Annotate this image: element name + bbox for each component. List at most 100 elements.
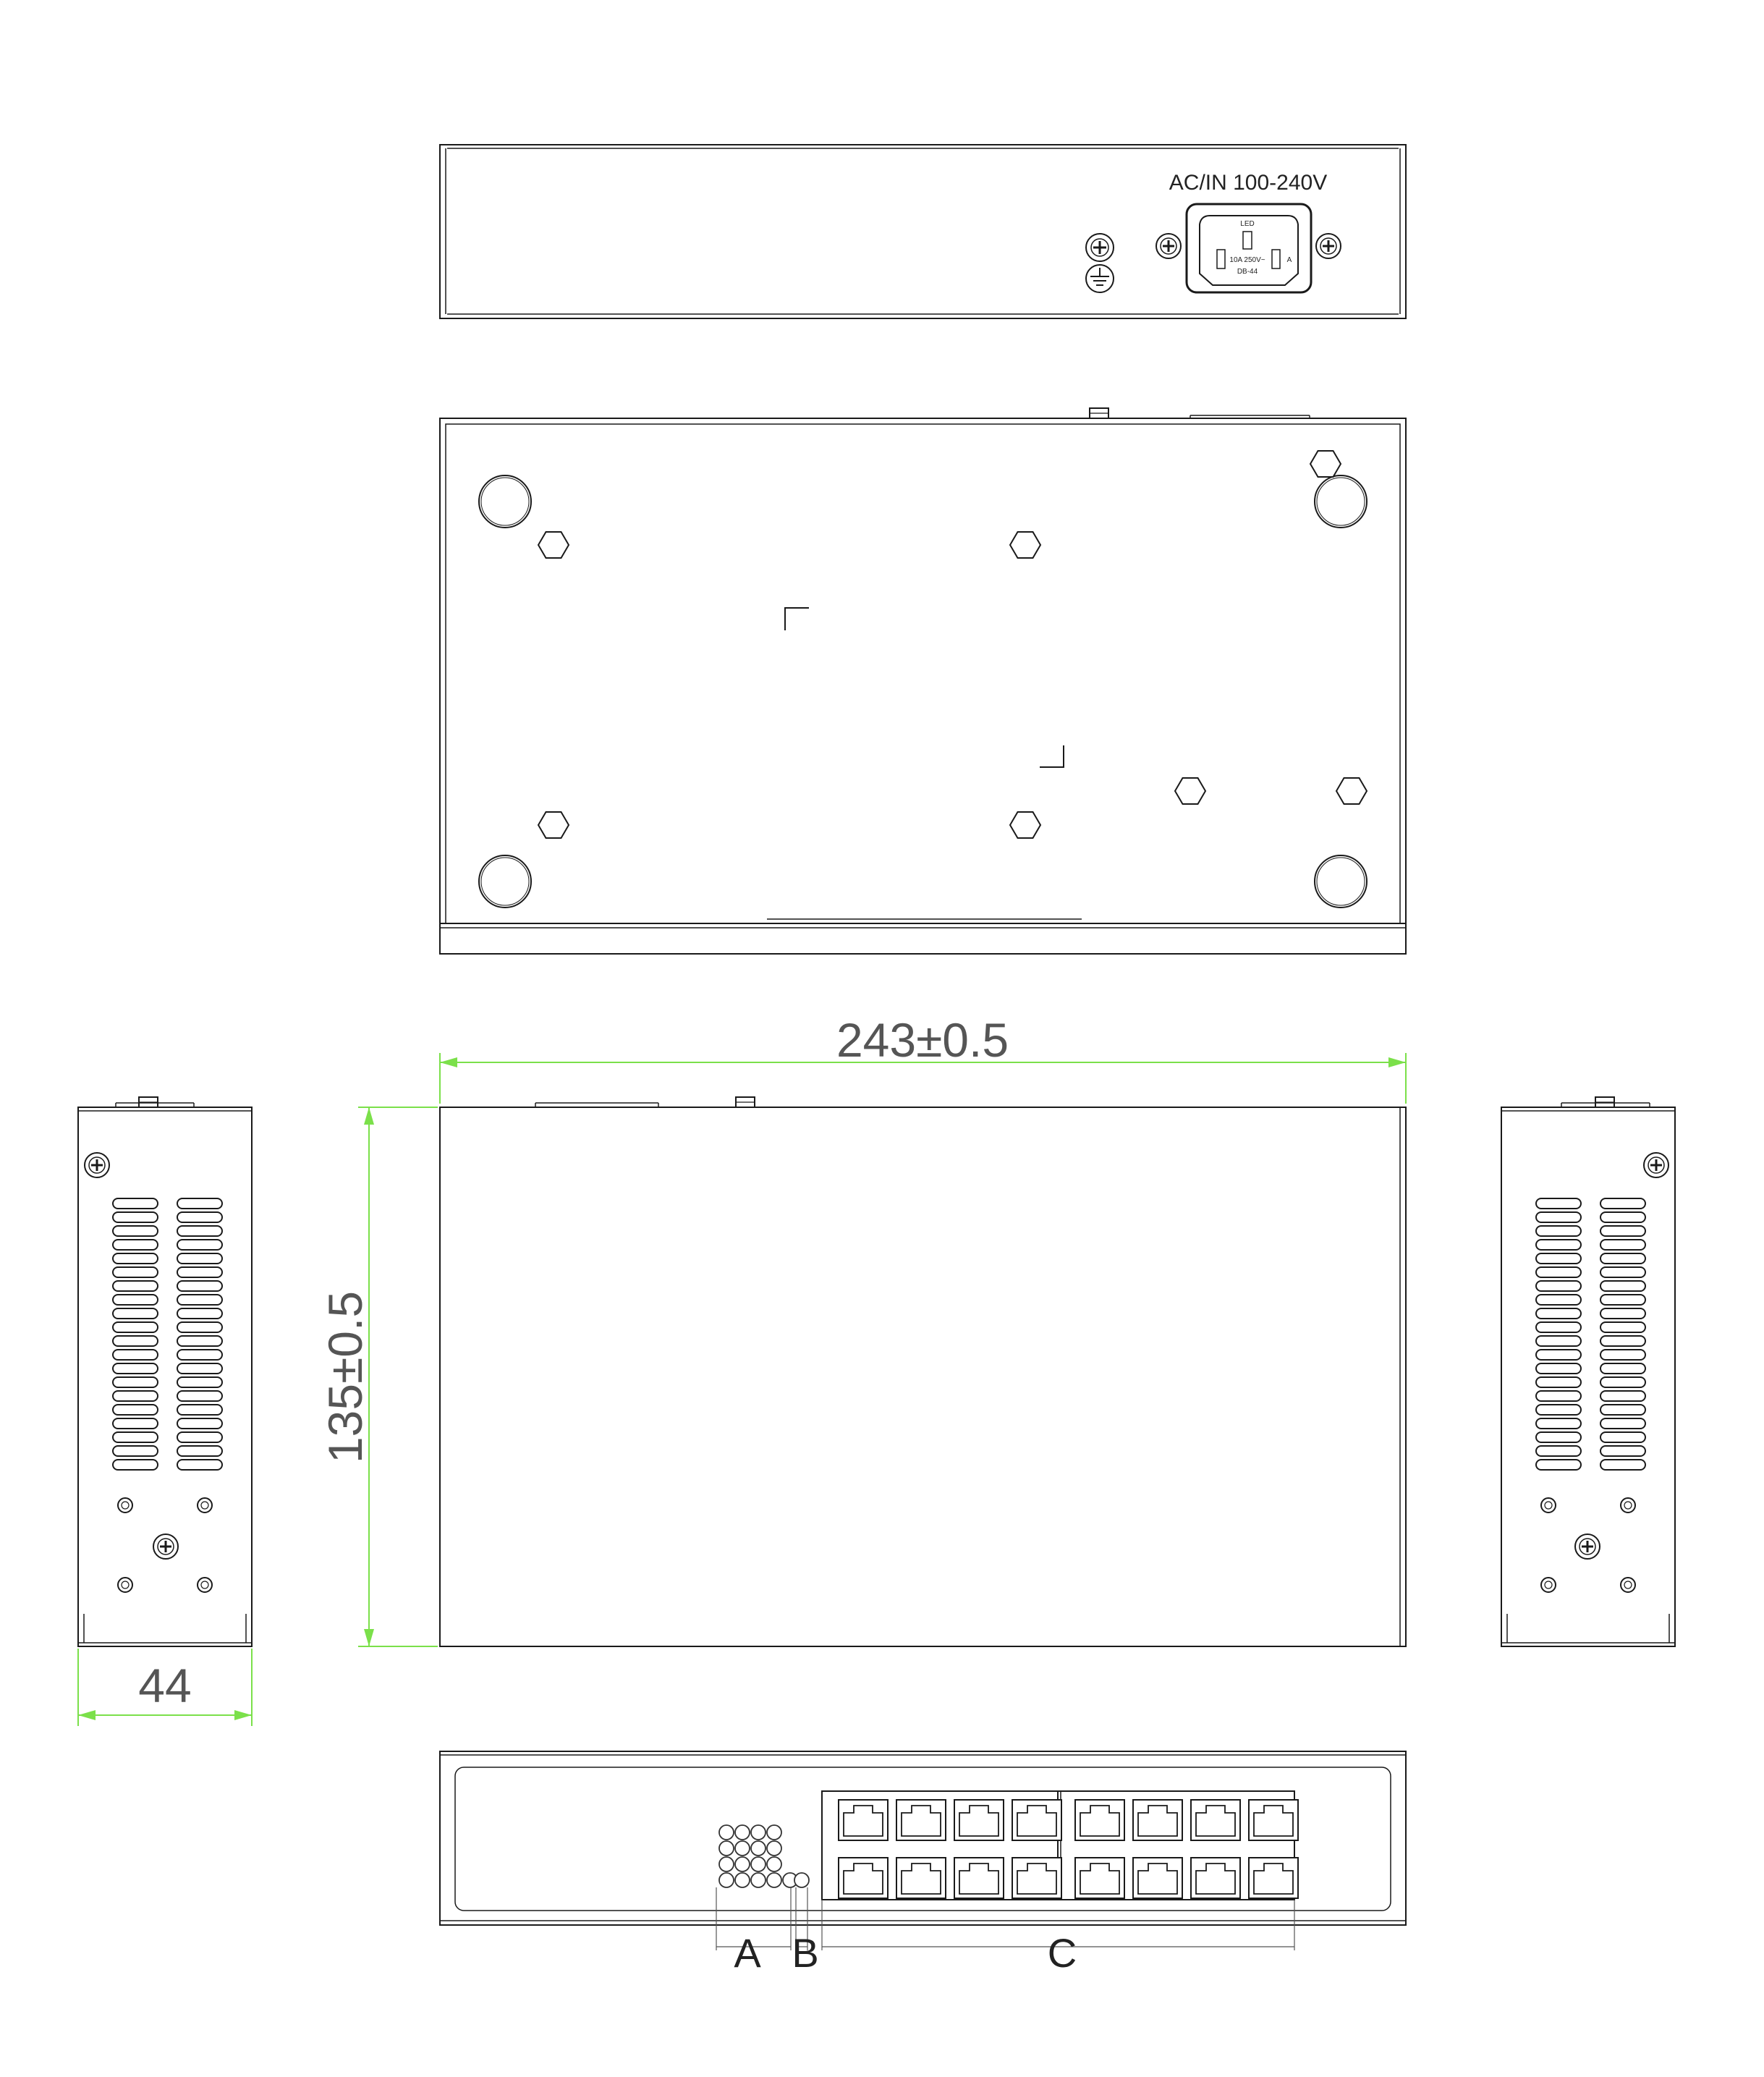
- vent-slot: [1535, 1266, 1582, 1278]
- mount-hole: [1620, 1497, 1636, 1513]
- ground-terminal: [1085, 233, 1114, 293]
- led-indicator: [766, 1856, 782, 1872]
- width-dimension-label: 243±0.5: [836, 1013, 1009, 1067]
- depth-dimension-label: 135±0.5: [318, 1291, 372, 1463]
- vent-slot: [1535, 1431, 1582, 1443]
- vent-slot: [177, 1404, 223, 1416]
- vent-slot: [1600, 1459, 1646, 1471]
- reset-button: [794, 1872, 810, 1888]
- vent-slot: [1535, 1404, 1582, 1416]
- hex-screw-icon: [538, 811, 569, 839]
- ground-stud: [1078, 407, 1120, 419]
- hex-screw-icon: [1310, 450, 1341, 478]
- screw-icon: [1155, 232, 1182, 260]
- vent-slot: [1535, 1390, 1582, 1402]
- led-indicator: [734, 1856, 750, 1872]
- vent-slot: [177, 1390, 223, 1402]
- vent-slot: [1600, 1294, 1646, 1306]
- rubber-foot: [1314, 855, 1367, 908]
- vent-slot: [1600, 1445, 1646, 1457]
- mount-hole: [1620, 1577, 1636, 1593]
- vent-slot: [177, 1211, 223, 1223]
- vent-slot: [177, 1225, 223, 1237]
- ethernet-port: [896, 1857, 946, 1899]
- vent-slot: [177, 1363, 223, 1374]
- vent-slot: [1600, 1321, 1646, 1333]
- vent-slot: [112, 1266, 158, 1278]
- vent-slot: [1535, 1294, 1582, 1306]
- screw-icon: [1315, 232, 1342, 260]
- vent-slot: [1600, 1418, 1646, 1429]
- vent-slot: [1600, 1363, 1646, 1374]
- ethernet-port: [1190, 1799, 1241, 1841]
- vent-slot: [1600, 1198, 1646, 1209]
- left-side-view: [77, 1096, 253, 1647]
- vent-slot: [177, 1349, 223, 1361]
- ethernet-port: [1074, 1799, 1125, 1841]
- led-indicator: [750, 1872, 766, 1888]
- mount-hole: [117, 1497, 133, 1513]
- mount-hole: [1540, 1577, 1556, 1593]
- hex-screw-icon: [1009, 531, 1041, 559]
- ethernet-port: [1248, 1799, 1299, 1841]
- vent-slot: [112, 1225, 158, 1237]
- vent-slot: [177, 1321, 223, 1333]
- vent-slot: [1600, 1266, 1646, 1278]
- vent-slot: [112, 1363, 158, 1374]
- vent-slot: [112, 1404, 158, 1416]
- vent-slot: [112, 1280, 158, 1292]
- vent-slot: [1535, 1225, 1582, 1237]
- socket-side-text: A: [1287, 256, 1292, 264]
- rubber-foot: [478, 475, 532, 528]
- vent-slot: [112, 1198, 158, 1209]
- led-indicator-grid: [718, 1824, 798, 1888]
- led-indicator: [750, 1856, 766, 1872]
- led-indicator: [766, 1840, 782, 1856]
- label-corner-mark: [784, 607, 809, 630]
- front-view: A B C: [439, 1751, 1407, 1976]
- width-dimension: 243±0.5: [439, 1013, 1407, 1104]
- vent-slot: [1535, 1211, 1582, 1223]
- vent-slot: [1600, 1253, 1646, 1264]
- callout-lines: [716, 1887, 1295, 1950]
- mount-hole: [1540, 1497, 1556, 1513]
- vent-slot: [177, 1445, 223, 1457]
- ethernet-port: [1190, 1857, 1241, 1899]
- vent-slot: [177, 1198, 223, 1209]
- vent-slot: [177, 1418, 223, 1429]
- vent-slot: [1535, 1321, 1582, 1333]
- vent-slot: [112, 1390, 158, 1402]
- ethernet-port: [1012, 1799, 1062, 1841]
- ethernet-port: [1248, 1857, 1299, 1899]
- vent-slot: [1600, 1390, 1646, 1402]
- vent-slot: [1535, 1335, 1582, 1347]
- ethernet-port: [954, 1799, 1004, 1841]
- vent-slot: [112, 1239, 158, 1251]
- ground-stud: [1584, 1096, 1626, 1108]
- vent-slot: [177, 1239, 223, 1251]
- led-indicator: [718, 1840, 734, 1856]
- ethernet-port: [1132, 1857, 1183, 1899]
- vent-slot: [1535, 1198, 1582, 1209]
- vent-slot: [112, 1321, 158, 1333]
- vent-slot: [112, 1431, 158, 1443]
- led-indicator: [718, 1872, 734, 1888]
- vent-slot: [177, 1294, 223, 1306]
- led-indicator: [734, 1872, 750, 1888]
- ethernet-port: [954, 1857, 1004, 1899]
- led-indicator: [718, 1824, 734, 1840]
- vent-slot: [1600, 1349, 1646, 1361]
- vent-slot: [177, 1266, 223, 1278]
- vent-slot: [177, 1280, 223, 1292]
- ground-stud: [127, 1096, 169, 1108]
- vent-slot: [112, 1211, 158, 1223]
- right-side-view: [1501, 1096, 1676, 1647]
- screw-icon: [152, 1533, 179, 1560]
- vent-slot: [1600, 1431, 1646, 1443]
- rubber-foot: [1314, 475, 1367, 528]
- ethernet-port: [1012, 1857, 1062, 1899]
- vent-slot: [112, 1253, 158, 1264]
- vent-slot: [1600, 1280, 1646, 1292]
- hex-screw-icon: [1009, 811, 1041, 839]
